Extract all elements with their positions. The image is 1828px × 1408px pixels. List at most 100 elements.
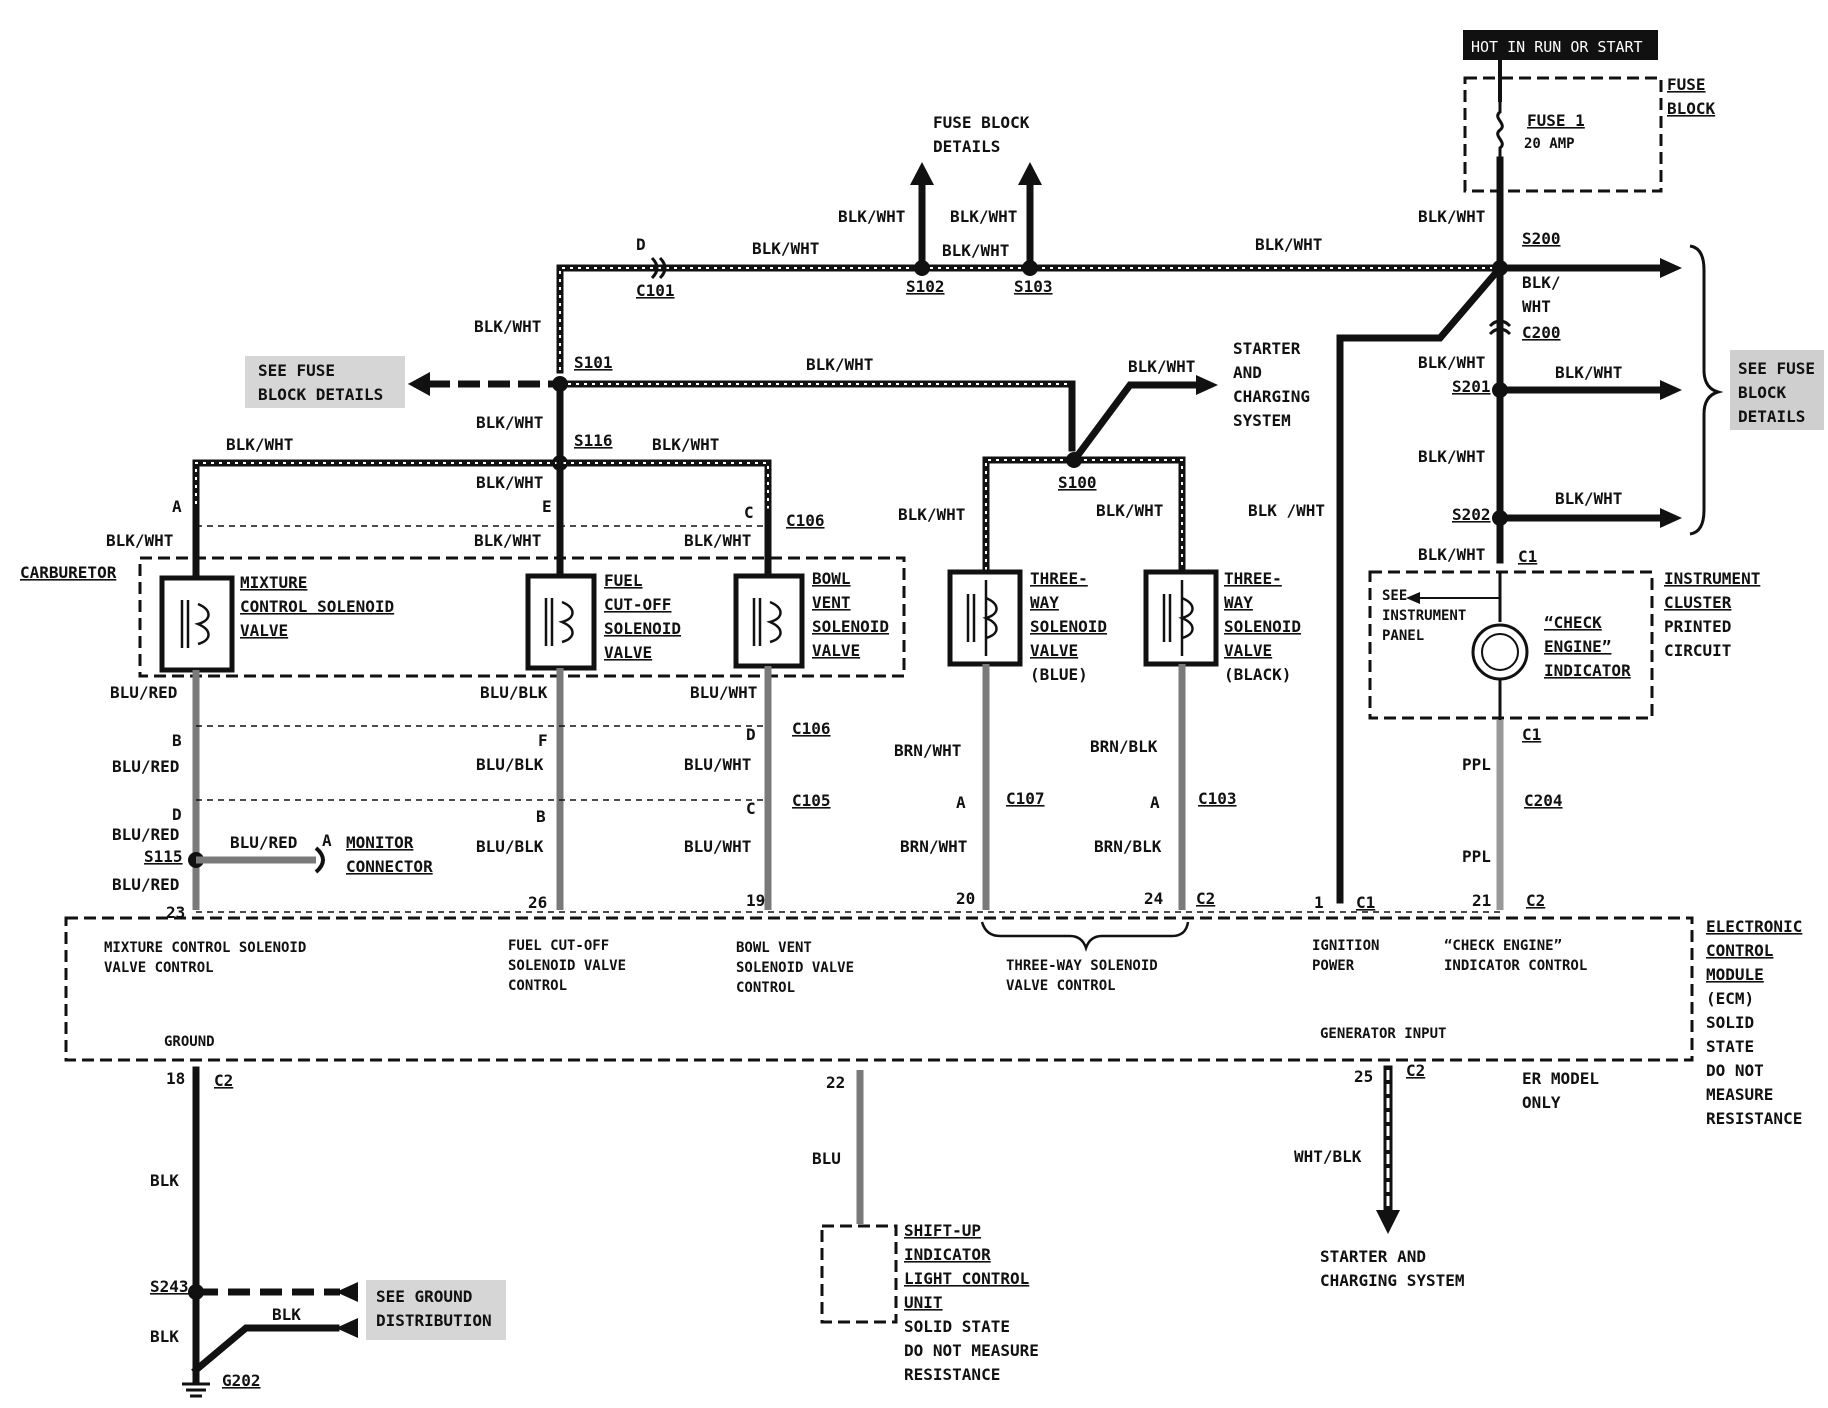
- ecm-title-7: DO NOT: [1706, 1061, 1764, 1080]
- s201-label: S201: [1452, 377, 1491, 396]
- c200-label: C200: [1522, 323, 1561, 342]
- see-instrument: SEE: [1382, 588, 1407, 604]
- shift-up-label-4: UNIT: [904, 1293, 943, 1312]
- wire-label: BLU/BLK: [480, 683, 548, 702]
- power-label: HOT IN RUN OR START: [1471, 38, 1643, 56]
- ecm-title-9: RESISTANCE: [1706, 1109, 1802, 1128]
- pin-d: D: [172, 805, 182, 824]
- three-blue-label-2: WAY: [1030, 593, 1059, 612]
- arrow-right-starter: [1196, 375, 1218, 395]
- fuel-label: FUEL: [604, 571, 643, 590]
- pin-b: B: [536, 807, 546, 826]
- wire-label: BLK /WHT: [1248, 501, 1325, 520]
- arrow-left-ground: [336, 1282, 358, 1302]
- ecm-check-2: INDICATOR CONTROL: [1444, 958, 1587, 974]
- see-fuse-left-bg: [245, 356, 405, 408]
- mixture-label-2: CONTROL SOLENOID: [240, 597, 394, 616]
- ecm-bowl: BOWL VENT: [736, 940, 812, 956]
- splice-s100: [1066, 452, 1082, 468]
- s243-label: S243: [150, 1277, 189, 1296]
- c1-label: C1: [1522, 725, 1541, 744]
- c2-label: C2: [1196, 889, 1215, 908]
- wire-label: BLK/WHT: [838, 207, 905, 226]
- ignition-wire: [1336, 263, 1505, 904]
- see-fuse-right: SEE FUSE: [1738, 359, 1815, 378]
- wire-label: BLK/WHT: [1128, 357, 1195, 376]
- pin-23: 23: [166, 903, 185, 922]
- three-black-label-4: VALVE: [1224, 641, 1272, 660]
- wire-label: BLK/WHT: [950, 207, 1017, 226]
- c106-top: C106: [786, 511, 825, 530]
- pin-21: 21: [1472, 891, 1491, 910]
- up-arrow-1: [910, 162, 934, 185]
- wire-label: BLU/WHT: [684, 755, 751, 774]
- s101-label: S101: [574, 353, 613, 372]
- wht: WHT: [1522, 297, 1551, 316]
- ecm-check: “CHECK ENGINE”: [1444, 938, 1562, 954]
- check-engine-label-2: ENGINE”: [1544, 637, 1611, 656]
- ecm-three-way-2: VALVE CONTROL: [1006, 978, 1116, 994]
- monitor-connector: [314, 846, 325, 874]
- c2-generator: C2: [1406, 1061, 1425, 1080]
- er-model: ER MODEL: [1522, 1069, 1599, 1088]
- ecm-title-2: CONTROL: [1706, 941, 1773, 960]
- c101-connector: [650, 256, 667, 280]
- coil-icon: [966, 580, 998, 656]
- ecm-ignition-2: POWER: [1312, 958, 1355, 974]
- s116-label: S116: [574, 431, 613, 450]
- instrument-label-4: CIRCUIT: [1664, 641, 1731, 660]
- mixture-label: MIXTURE: [240, 573, 307, 592]
- ecm-mixture: MIXTURE CONTROL SOLENOID: [104, 940, 306, 956]
- shift-up-label-3: LIGHT CONTROL: [904, 1269, 1029, 1288]
- ecm-title-5: SOLID: [1706, 1013, 1754, 1032]
- three-blue-label-3: SOLENOID: [1030, 617, 1107, 636]
- ecm-title-8: MEASURE: [1706, 1085, 1773, 1104]
- c106-label: C106: [792, 719, 831, 738]
- ecm-bowl-3: CONTROL: [736, 980, 795, 996]
- wire-label: BRN/BLK: [1094, 837, 1162, 856]
- pin-b: B: [172, 731, 182, 750]
- s101-right-wire: [556, 380, 1076, 452]
- starter-wire: [1073, 381, 1204, 460]
- wire-label: BLK/WHT: [1255, 235, 1322, 254]
- see-ground-label-2: DISTRIBUTION: [376, 1311, 492, 1330]
- check-engine-bulb-icon: [1471, 623, 1529, 681]
- coil-icon: [180, 600, 210, 648]
- instrument-arrow: [1406, 592, 1420, 604]
- monitor-label-2: CONNECTOR: [346, 857, 433, 876]
- c200-connector: [1488, 319, 1512, 336]
- pin-25: 25: [1354, 1067, 1373, 1086]
- ecm-fuel-3: CONTROL: [508, 978, 567, 994]
- ecm-title-3: MODULE: [1706, 965, 1764, 984]
- s102-label: S102: [906, 277, 945, 296]
- instrument-label-3: PRINTED: [1664, 617, 1731, 636]
- wire-label: BLU/RED: [110, 683, 177, 702]
- wire-label: BLK/WHT: [942, 241, 1009, 260]
- starter-charging-2: CHARGING SYSTEM: [1320, 1271, 1465, 1290]
- ecm-box: [64, 916, 1694, 1062]
- fuel-label-4: VALVE: [604, 643, 652, 662]
- fuse-rating: 20 AMP: [1524, 136, 1575, 152]
- wire-label: BLK/WHT: [898, 505, 965, 524]
- pin-c: C: [744, 503, 754, 522]
- bowl-label-3: SOLENOID: [812, 617, 889, 636]
- wire-label: BLK: [150, 1327, 179, 1346]
- check-engine-label: “CHECK: [1544, 613, 1602, 632]
- wire-label: BLU: [812, 1149, 841, 1168]
- pin-d: D: [746, 725, 756, 744]
- fuel-label-3: SOLENOID: [604, 619, 681, 638]
- wire-label: BLU/BLK: [476, 837, 544, 856]
- starter-charging: STARTER AND: [1320, 1247, 1426, 1266]
- c105-label: C105: [792, 791, 831, 810]
- bowl-label: BOWL: [812, 569, 851, 588]
- three-black-label: THREE-: [1224, 569, 1282, 588]
- wire-label: BLK/WHT: [1555, 489, 1622, 508]
- instrument-label-2: CLUSTER: [1664, 593, 1732, 612]
- ecm-title-4: (ECM): [1706, 989, 1754, 1008]
- pin-f: F: [538, 731, 548, 750]
- pin-a: A: [172, 497, 182, 516]
- shift-up-label-7: RESISTANCE: [904, 1365, 1000, 1384]
- c204-label: C204: [1524, 791, 1563, 810]
- wire-label: PPL: [1462, 847, 1491, 866]
